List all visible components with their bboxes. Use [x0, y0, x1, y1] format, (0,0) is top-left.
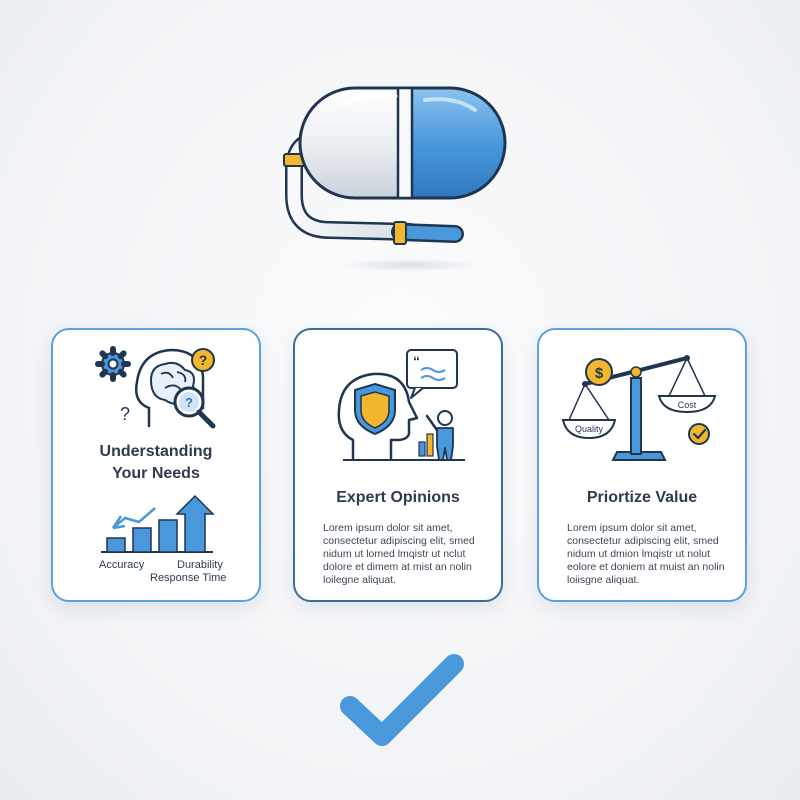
- svg-text:“: “: [413, 353, 420, 369]
- scale-label-quality: Quality: [575, 424, 604, 434]
- card-title: Priortize Value: [586, 489, 698, 506]
- svg-text:?: ?: [199, 352, 208, 368]
- balance-scale-icon: Quality Cost $: [561, 355, 717, 461]
- checkmark-icon: [340, 654, 464, 746]
- svg-text:?: ?: [185, 395, 193, 410]
- capsule-icon: [283, 86, 507, 245]
- brain-search-icon: ? ? ?: [95, 346, 216, 429]
- card-understanding-needs: ? ? ? Understanding Your Needs Accuracy …: [51, 328, 261, 602]
- card-body-text: Lorem ipsum dolor sit amet, consectetur …: [323, 522, 475, 586]
- metric-response-time: Response Time: [150, 572, 227, 584]
- capsule-shadow: [340, 258, 480, 272]
- card-title-line1: Understanding: [99, 443, 213, 460]
- metric-accuracy: Accuracy: [99, 559, 145, 571]
- card-title-line2: Your Needs: [112, 465, 200, 482]
- expert-shield-icon: “: [337, 349, 465, 461]
- metric-durability: Durability: [177, 559, 223, 571]
- card-expert-opinions: “ Expert Opinions Lorem ipsum dolor sit …: [293, 328, 503, 602]
- card-body-text: Lorem ipsum dolor sit amet, consectetur …: [567, 522, 725, 586]
- svg-text:?: ?: [120, 404, 130, 424]
- coin-symbol: $: [595, 365, 604, 382]
- scale-label-cost: Cost: [678, 400, 697, 410]
- card-title: Expert Opinions: [336, 489, 460, 506]
- card-prioritize-value: Quality Cost $ Priortize Value Lorem ips…: [537, 328, 747, 602]
- bar-growth-icon: [101, 494, 215, 553]
